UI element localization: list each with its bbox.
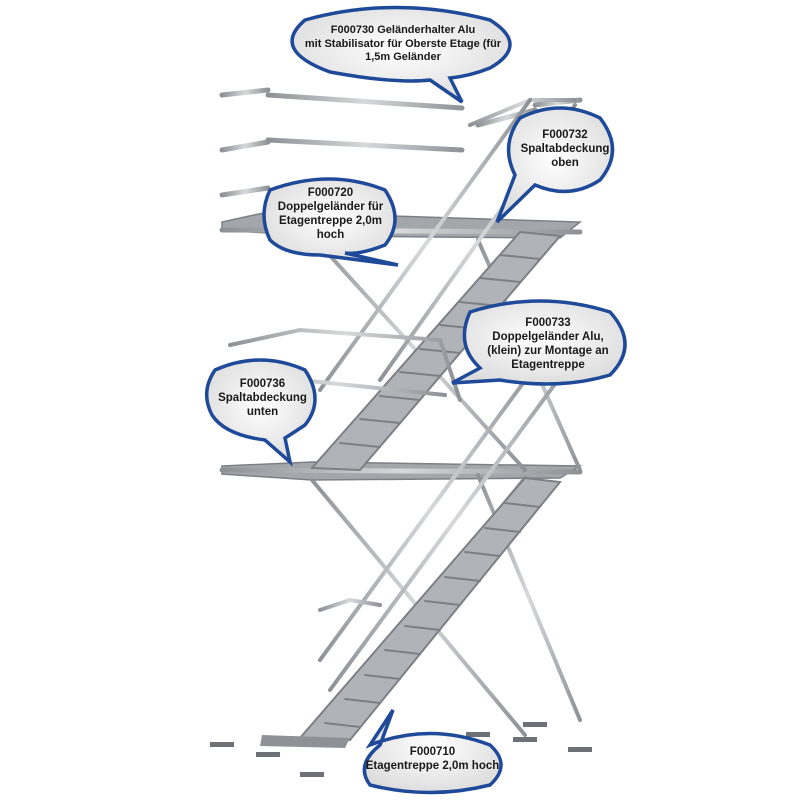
scaffold-structure (210, 86, 592, 777)
callout-bubble-F000710 (362, 709, 503, 795)
callout-label-F000720: F000720 Doppelgeländer für Etagentreppe … (277, 187, 384, 241)
callout-bubble-F000720 (262, 177, 399, 267)
lower-stair (260, 476, 562, 748)
middle-deck (219, 461, 583, 481)
callout-bubble-F000732 (495, 106, 615, 224)
callout-label-F000736: F000736 Spaltabdeckung unten (218, 378, 307, 418)
callout-bubbles (205, 5, 627, 795)
callout-label-F000733: F000733 Doppelgeländer Alu, (klein) zur … (487, 317, 609, 371)
callout-label-F000732: F000732 Spaltabdeckung oben (520, 129, 610, 169)
callout-bubble-F000733 (451, 299, 627, 386)
callout-bubble-F000736 (205, 358, 317, 467)
base-plates (210, 722, 592, 777)
top-guard-rails (219, 87, 583, 198)
callout-label-F000730: F000730 Geländerhalter Alu mit Stabilisa… (304, 24, 502, 63)
callout-label-F000710: F000710 Etagentreppe 2,0m hoch (365, 746, 500, 772)
callout-bubble-F000730 (290, 5, 512, 104)
